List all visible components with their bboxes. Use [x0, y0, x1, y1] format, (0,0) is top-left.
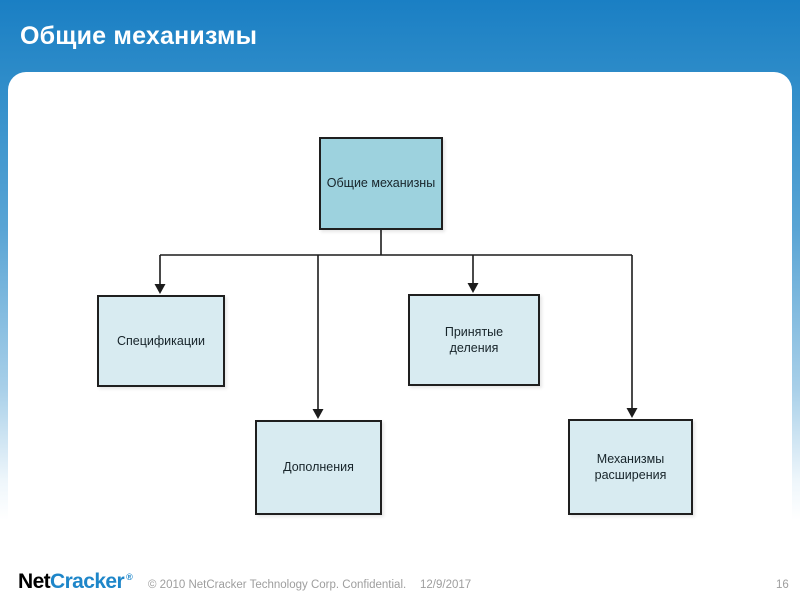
arrowhead-icon	[154, 284, 166, 294]
node-label: Принятые деления	[444, 324, 504, 355]
arrowhead-icon	[626, 408, 638, 418]
arrowhead-icon	[467, 283, 479, 293]
node-label: Дополнения	[283, 460, 354, 475]
diagram-node-extension-mechanisms: Механизмы расширения	[568, 419, 693, 515]
diagram-node-accepted-divisions: Принятые деления	[408, 294, 540, 386]
netcracker-logo: NetCracker®	[18, 570, 133, 594]
page-title: Общие механизмы	[20, 22, 258, 50]
arrowhead-icon	[312, 409, 324, 419]
logo-text-net: Net	[18, 570, 51, 593]
node-label: Общие механизны	[326, 176, 436, 191]
node-label: Механизмы расширения	[594, 451, 667, 482]
registered-trademark-icon: ®	[126, 572, 133, 582]
slide-date: 12/9/2017	[420, 579, 472, 591]
page-number: 16	[776, 579, 789, 591]
diagram-node-common-mechanisms: Общие механизны	[319, 137, 443, 230]
node-label: Спецификации	[117, 333, 205, 348]
logo-text-cracker: Cracker	[50, 570, 125, 593]
diagram-node-specifications: Спецификации	[97, 295, 225, 387]
copyright-text: © 2010 NetCracker Technology Corp. Confi…	[148, 579, 407, 591]
diagram-node-additions: Дополнения	[255, 420, 382, 515]
